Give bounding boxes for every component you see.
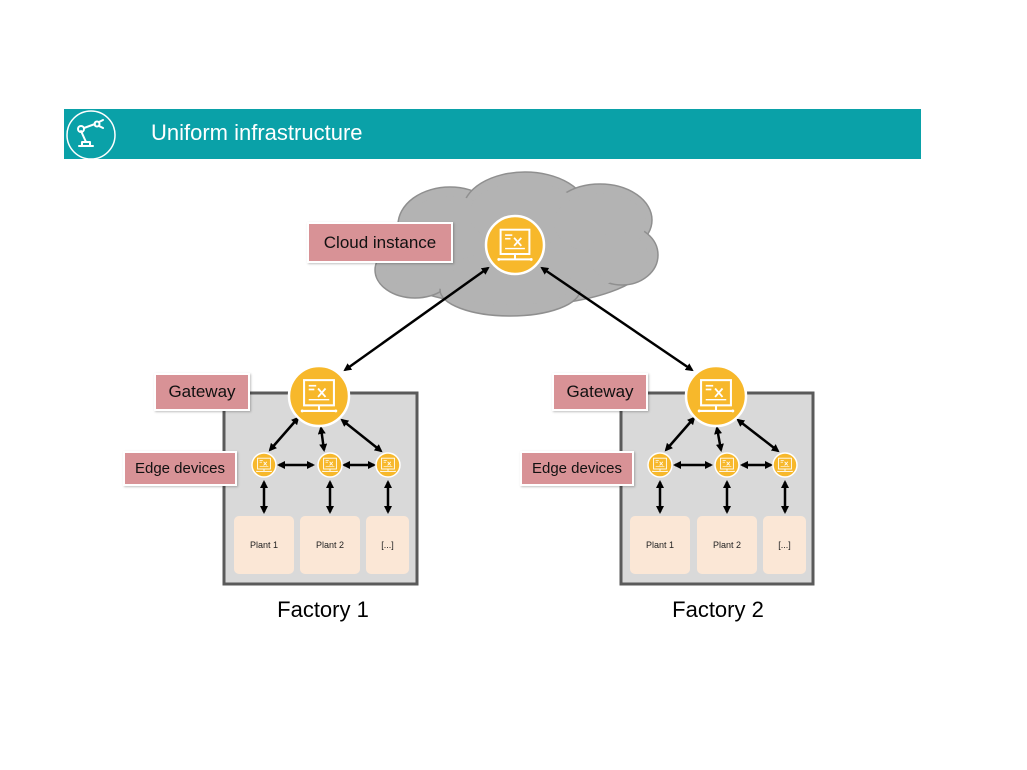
factory-2-edge-device-2: [714, 452, 740, 478]
page-title: Uniform infrastructure: [151, 120, 363, 145]
factory-2-plant-more: [...]: [763, 516, 806, 574]
factory-1-edge-device-1: [251, 452, 277, 478]
connection-arrows: [260, 266, 789, 514]
header-bar: [64, 109, 921, 159]
factory-1-title: Factory 1: [277, 597, 369, 622]
factory-1-gateway-label: Gateway: [154, 373, 250, 411]
factory-1-gateway-node: [287, 364, 351, 428]
cloud-instance-label: Cloud instance: [307, 222, 453, 263]
factory-2-plant-1: Plant 1: [630, 516, 690, 574]
factory-1-plant-more: [...]: [366, 516, 409, 574]
factory-2-edge-device-1: [647, 452, 673, 478]
factory-1-plant-1: Plant 1: [234, 516, 294, 574]
factory-2-edge-devices-label: Edge devices: [520, 451, 634, 486]
robot-arm-icon: [66, 110, 116, 160]
factory-1-plant-2: Plant 2: [300, 516, 360, 574]
factory-1-edge-device-2: [317, 452, 343, 478]
factory-2-title: Factory 2: [672, 597, 764, 622]
factory-2-edge-device-3: [772, 452, 798, 478]
cloud-server-node: [484, 214, 546, 276]
factory-2-plant-2: Plant 2: [697, 516, 757, 574]
factory-1-edge-devices-label: Edge devices: [123, 451, 237, 486]
factory-2-gateway-label: Gateway: [552, 373, 648, 411]
factory-2-gateway-node: [684, 364, 748, 428]
factory-1-edge-device-3: [375, 452, 401, 478]
